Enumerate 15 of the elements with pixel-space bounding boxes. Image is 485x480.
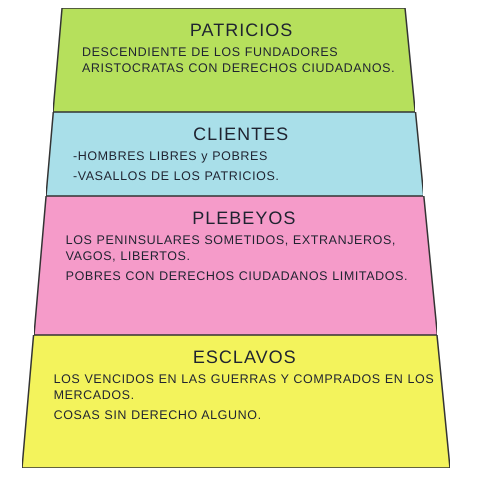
pyramid-band [22,335,450,468]
band-heading: PATRICIOS [188,20,294,41]
pyramid-band [46,112,424,196]
band-description: DESCENDIENTE DE LOS FUNDADORES ARISTOCRATAS CON DERECHOS CIUDADANOS. [82,44,396,76]
band-description: LOS PENINSULARES SOMETIDOS, EXTRANJEROS, VAGOS, LIBERTOS. [66,232,397,264]
band-description: LOS VENCIDOS EN LAS GUERRAS Y COMPRADOS EN LOS MERCADOS. [54,371,436,403]
band-description: -HOMBRES LIBRES y POBRES [72,148,269,164]
band-heading: ESCLAVOS [192,347,298,368]
band-heading: CLIENTES [192,124,290,145]
pyramid-band [52,8,416,112]
band-description: POBRES CON DERECHOS CIUDADANOS LIMITADOS. [66,268,410,284]
pyramid-band [34,196,437,335]
band-description: COSAS SIN DERECHO ALGUNO. [54,407,263,423]
band-description: -VASALLOS DE LOS PATRICIOS. [72,168,280,184]
band-heading: PLEBEYOS [191,208,298,229]
